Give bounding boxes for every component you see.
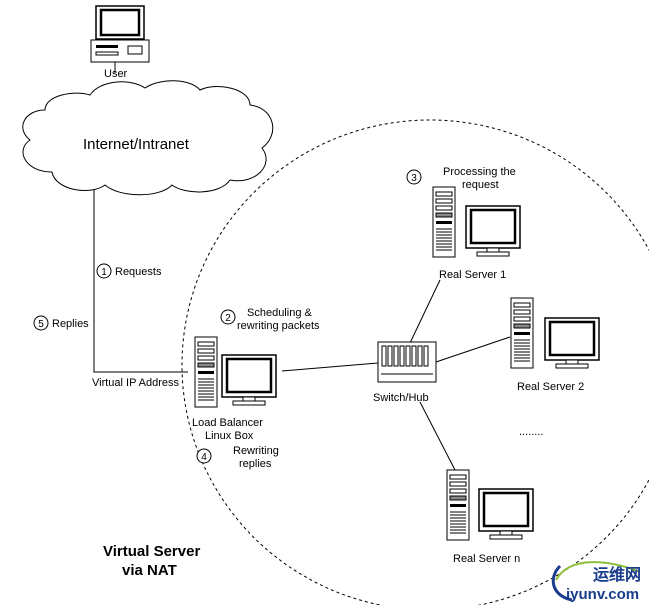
user-computer <box>90 5 150 63</box>
lb-label-line2: Linux Box <box>205 430 254 442</box>
watermark-swoosh-icon <box>551 564 573 602</box>
lb-label-line1: Load Balancer <box>192 417 263 429</box>
step-3-text-line2: request <box>462 179 499 191</box>
switch-server1-link <box>409 279 441 344</box>
switch-label: Switch/Hub <box>373 392 429 404</box>
switch-servern-link <box>419 401 456 471</box>
step-5: 5 Replies <box>33 315 89 331</box>
user-label: User <box>104 68 128 80</box>
real-server-2-label: Real Server 2 <box>517 381 584 393</box>
step-2-text-line2: rewriting packets <box>237 320 320 332</box>
lb-switch-link <box>281 362 379 372</box>
real-server-1 <box>432 186 522 258</box>
diagram-title-line1: Virtual Server <box>103 543 200 560</box>
switch-hub <box>377 341 437 383</box>
step-4-number: 4 <box>201 452 207 463</box>
step-2-number: 2 <box>225 313 231 324</box>
step-4: 4 Rewriting replies <box>196 445 279 470</box>
virtual-server-boundary <box>181 119 649 605</box>
internet-cloud <box>22 80 274 196</box>
watermark-cn-text: 运维网 <box>593 565 641 584</box>
switch-server2-link <box>435 336 511 363</box>
step-1: 1 Requests <box>96 263 162 279</box>
watermark-orbit-icon <box>555 561 641 581</box>
real-server-n <box>446 469 535 541</box>
watermark-url-text: iyunv.com <box>566 586 639 603</box>
real-server-1-label: Real Server 1 <box>439 269 506 281</box>
step-3-text-line1: Processing the <box>443 166 516 178</box>
step-3-number: 3 <box>411 173 417 184</box>
step-4-text-line2: replies <box>239 458 272 470</box>
step-1-number: 1 <box>101 267 107 278</box>
diagram-title-line2: via NAT <box>122 562 177 579</box>
request-path-line <box>93 190 188 373</box>
step-5-text: Replies <box>52 318 89 330</box>
load-balancer-computer <box>194 336 278 408</box>
real-server-n-label: Real Server n <box>453 553 520 565</box>
real-server-2 <box>510 297 601 370</box>
step-4-text-line1: Rewriting <box>233 445 279 457</box>
step-3: 3 Processing the request <box>406 166 516 191</box>
step-2: 2 Scheduling & rewriting packets <box>220 307 320 332</box>
step-1-text: Requests <box>115 266 162 278</box>
vip-label: Virtual IP Address <box>92 377 180 389</box>
watermark: 运维网 iyunv.com <box>551 561 641 603</box>
step-2-text-line1: Scheduling & <box>247 307 312 319</box>
step-5-number: 5 <box>38 319 44 330</box>
more-servers-ellipsis: ........ <box>519 426 543 438</box>
cloud-label: Internet/Intranet <box>83 136 190 153</box>
